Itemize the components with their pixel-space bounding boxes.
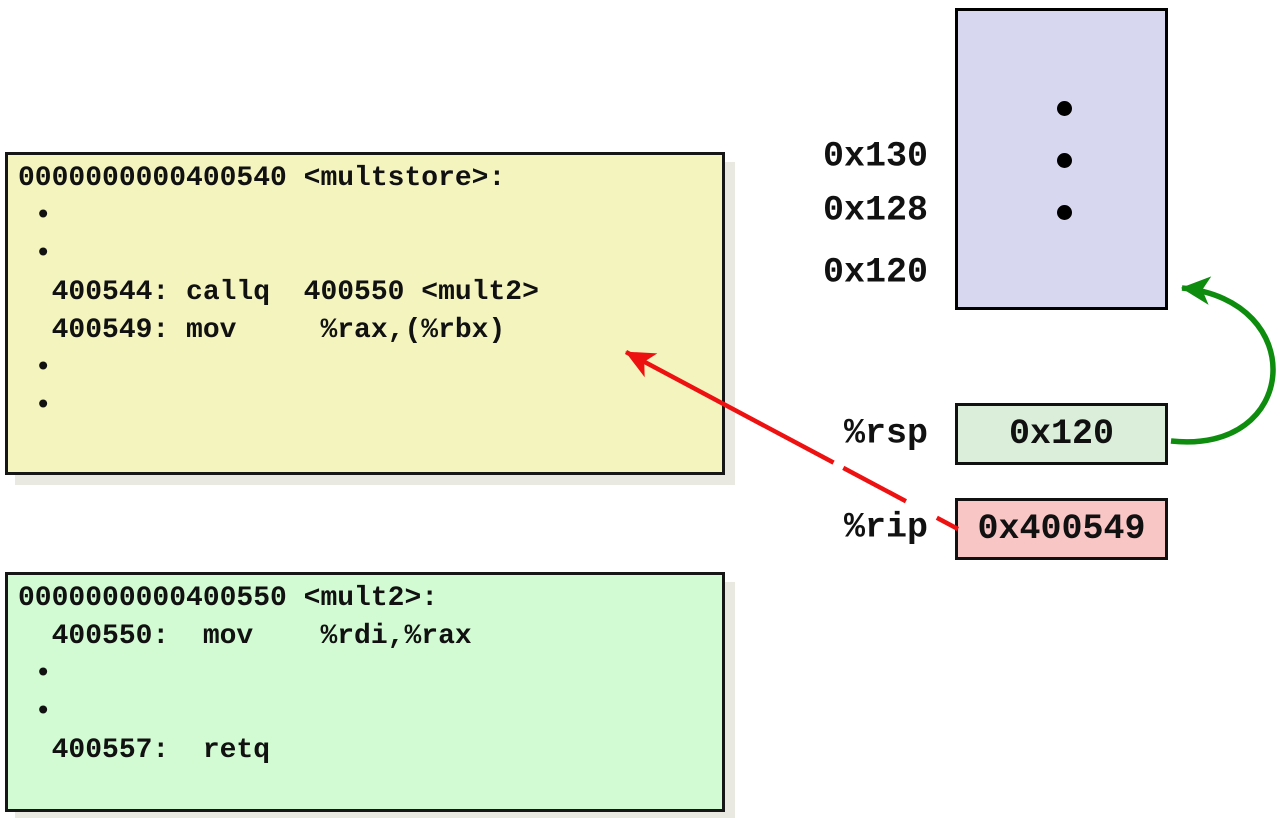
rip-register-label: %rip xyxy=(843,507,928,548)
multstore-disassembly-box: 0000000000400540 <multstore>: • • 400544… xyxy=(5,152,725,475)
stack-ellipsis-dot xyxy=(1057,205,1072,220)
rip-register-box: 0x400549 xyxy=(955,498,1168,560)
ellipsis-line: • xyxy=(18,697,52,728)
mult2-header-line: 0000000000400550 <mult2>: xyxy=(18,583,439,614)
ellipsis-line: • xyxy=(18,659,52,690)
stack-address-label-0x130: 0x130 xyxy=(822,136,928,177)
rsp-register-label: %rsp xyxy=(843,413,928,454)
ellipsis-line: • xyxy=(18,239,52,270)
stack-address-label-0x120: 0x120 xyxy=(822,252,928,293)
mov-instruction-line: 400550: mov %rdi,%rax xyxy=(18,621,472,652)
rsp-to-stack-arrow xyxy=(1170,276,1276,445)
retq-instruction-line: 400557: retq xyxy=(18,735,271,766)
ellipsis-line: • xyxy=(18,201,52,232)
stack-ellipsis-dot xyxy=(1057,101,1072,116)
ellipsis-line: • xyxy=(18,391,52,422)
callq-instruction-line: 400544: callq 400550 <mult2> xyxy=(18,277,539,308)
rsp-register-box: 0x120 xyxy=(955,403,1168,465)
mov-instruction-line: 400549: mov %rax,(%rbx) xyxy=(18,315,506,346)
multstore-header-line: 0000000000400540 <multstore>: xyxy=(18,163,506,194)
mult2-disassembly-box: 0000000000400550 <mult2>: 400550: mov %r… xyxy=(5,572,725,812)
rip-register-value: 0x400549 xyxy=(977,509,1146,549)
rsp-register-value: 0x120 xyxy=(1008,414,1115,454)
stack-address-label-0x128: 0x128 xyxy=(822,190,928,231)
stack-box xyxy=(955,8,1168,310)
stack-ellipsis-dot xyxy=(1057,153,1072,168)
ellipsis-line: • xyxy=(18,353,52,384)
